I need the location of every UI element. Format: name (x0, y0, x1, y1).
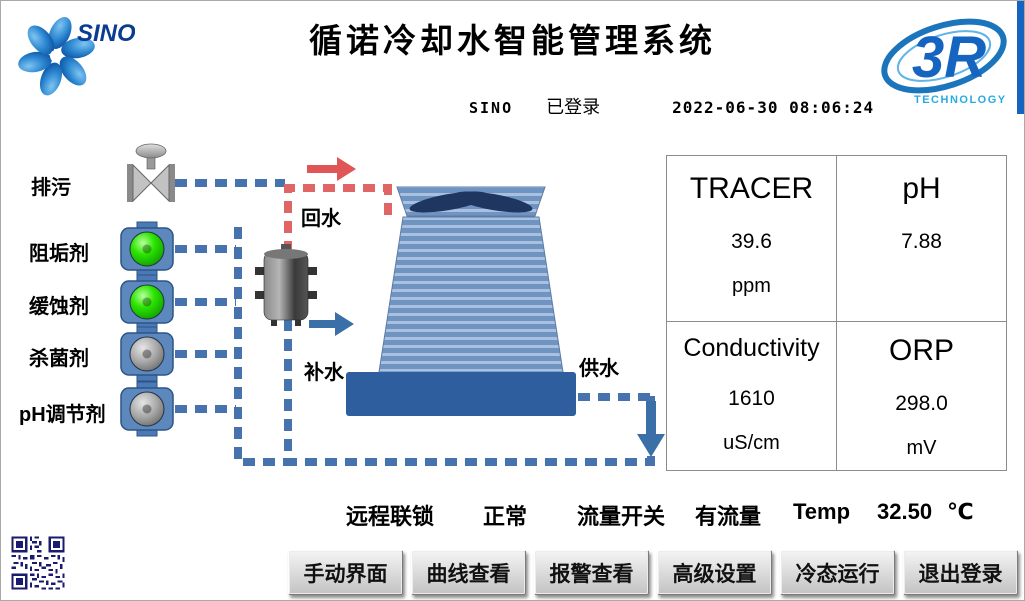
button-curve-view[interactable]: 曲线查看 (411, 550, 526, 595)
qr-code (9, 534, 67, 592)
logo-3r-edge-bar (1017, 1, 1024, 114)
label-corrosion-inhibitor: 缓蚀剂 (29, 296, 89, 318)
reading-unit: mV (906, 437, 937, 459)
logo-3r: 3R TECHNOLOGY (881, 1, 1024, 114)
reading-unit: ppm (732, 275, 771, 297)
readings-panel: TRACER 39.6 ppm pH 7.88 Conductivity 161… (666, 155, 1007, 471)
flow-switch-value: 有流量 (695, 504, 762, 529)
label-makeup-water: 补水 (304, 362, 344, 384)
temp-unit: ℃ (947, 499, 974, 524)
sidestream-filter (255, 244, 317, 326)
interlock-label: 远程联锁 (346, 504, 435, 529)
label-supply-water: 供水 (579, 358, 619, 380)
sino-pinwheel-icon (18, 17, 95, 96)
temp-label: Temp (793, 499, 851, 524)
sino-logo: SINO (18, 17, 135, 96)
makeup-flow-arrow-icon (309, 312, 354, 336)
temp-value: 32.50 (877, 499, 933, 524)
cooling-tower (346, 186, 576, 416)
button-alarm-view[interactable]: 报警查看 (534, 550, 649, 595)
pump-ph-regulator (120, 381, 174, 437)
sino-logo-text: SINO (77, 20, 135, 47)
tower-fan-housing (396, 186, 546, 217)
reading-name: TRACER (689, 172, 814, 205)
pump-scale-inhibitor (120, 221, 174, 277)
pump-biocide (120, 326, 174, 382)
reading-unit: uS/cm (723, 432, 780, 454)
page-title: 循诺冷却水智能管理系统 (309, 22, 716, 59)
logo-3r-swoosh-icon (881, 18, 1007, 94)
login-status-line: SINO 已登录 2022-06-30 08:06:24 (469, 93, 874, 119)
logo-3r-subtext: TECHNOLOGY (914, 94, 1007, 106)
label-return-water: 回水 (301, 208, 341, 230)
reading-value: 39.6 (731, 230, 772, 253)
login-state: 已登录 (546, 97, 601, 117)
reading-name: Conductivity (683, 334, 820, 362)
blowdown-valve-icon (127, 143, 175, 203)
water-pipes (175, 179, 655, 466)
button-manual-screen[interactable]: 手动界面 (288, 550, 403, 595)
reading-value: 7.88 (901, 230, 942, 253)
supply-flow-arrow-icon (637, 401, 665, 457)
label-biocide: 杀菌剂 (29, 348, 89, 370)
pump-corrosion-inhibitor (120, 274, 174, 330)
reading-orp: ORP 298.0 mV (837, 322, 1006, 470)
logged-user: SINO (469, 99, 514, 117)
flow-switch-label: 流量开关 (577, 504, 666, 529)
interlock-value: 正常 (483, 504, 528, 529)
reading-conductivity: Conductivity 1610 uS/cm (667, 322, 837, 470)
tower-fan-icon (409, 191, 533, 213)
datetime: 2022-06-30 08:06:24 (672, 98, 875, 117)
reading-ph: pH 7.88 (837, 156, 1006, 322)
reading-value: 298.0 (895, 392, 948, 415)
label-blowdown: 排污 (31, 177, 71, 199)
button-bar: 手动界面 曲线查看 报警查看 高级设置 冷态运行 退出登录 (288, 550, 1018, 595)
button-logout[interactable]: 退出登录 (903, 550, 1018, 595)
return-flow-arrow-icon (307, 157, 356, 181)
tower-basin (346, 372, 576, 416)
reading-tracer: TRACER 39.6 ppm (667, 156, 837, 322)
button-advanced-settings[interactable]: 高级设置 (657, 550, 772, 595)
reading-value: 1610 (728, 387, 775, 410)
reading-name: ORP (888, 334, 954, 367)
button-cold-run[interactable]: 冷态运行 (780, 550, 895, 595)
reading-name: pH (902, 172, 941, 205)
label-scale-inhibitor: 阻垢剂 (29, 243, 89, 265)
tower-body (378, 216, 564, 373)
label-ph-regulator: pH调节剂 (19, 404, 106, 426)
logo-3r-text: 3R (912, 25, 986, 90)
